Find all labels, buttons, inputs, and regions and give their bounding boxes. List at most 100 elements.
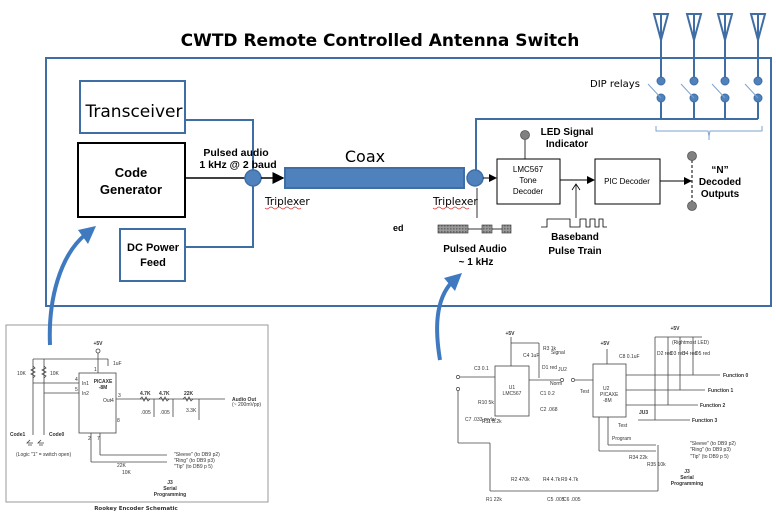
decoded-outputs-label-3: Outputs xyxy=(701,189,740,200)
svg-text:U1: U1 xyxy=(509,385,516,391)
pulsed-audio-label-1: Pulsed audio xyxy=(203,147,268,159)
dc-power-wire xyxy=(185,178,254,248)
svg-text:Code1: Code1 xyxy=(10,432,26,438)
svg-text:R4 4.7k: R4 4.7k xyxy=(543,477,561,483)
dc-power-label-2: Feed xyxy=(140,257,166,269)
triplexer-right-node xyxy=(466,169,484,187)
svg-text:R11 8.2k: R11 8.2k xyxy=(482,419,502,425)
svg-text:R35 10k: R35 10k xyxy=(647,462,666,468)
svg-text:22K: 22K xyxy=(117,463,127,469)
decoded-outputs-label-1: “N” xyxy=(711,165,728,176)
svg-text:(Rightmost LED): (Rightmost LED) xyxy=(672,340,709,346)
svg-text:4.7K: 4.7K xyxy=(140,391,151,397)
dc-power-label-1: DC Power xyxy=(127,242,180,254)
svg-text:7: 7 xyxy=(97,436,100,442)
encoder-schematic-caption: Rookey Encoder Schematic xyxy=(94,506,178,512)
svg-text:R1 22k: R1 22k xyxy=(486,497,502,503)
svg-text:1uF: 1uF xyxy=(113,361,122,367)
svg-text:C5 .005: C5 .005 xyxy=(547,497,565,503)
svg-text:D2 red: D2 red xyxy=(657,351,672,357)
svg-text:C3 0.1: C3 0.1 xyxy=(474,366,489,372)
svg-text:10K: 10K xyxy=(50,371,60,377)
svg-text:Function 0: Function 0 xyxy=(723,373,748,379)
svg-text:22K: 22K xyxy=(184,391,194,397)
svg-text:.005: .005 xyxy=(141,410,151,416)
svg-text:"Tip" (to DB9 p 5): "Tip" (to DB9 p 5) xyxy=(174,464,213,470)
dip-relays-label: DIP relays xyxy=(590,79,640,90)
svg-text:+5V: +5V xyxy=(505,331,515,337)
svg-text:10K: 10K xyxy=(17,371,27,377)
baseband-label-1: Baseband xyxy=(551,232,599,243)
dip-relays xyxy=(647,76,763,119)
baseband-label-2: Pulse Train xyxy=(548,246,601,257)
relay-switch-icon xyxy=(711,76,730,119)
antenna-icon xyxy=(749,13,767,80)
diagram-title: CWTD Remote Controlled Antenna Switch xyxy=(181,31,580,51)
output-terminal-icon xyxy=(687,151,697,161)
svg-text:Code0: Code0 xyxy=(49,432,65,438)
transceiver-block xyxy=(79,80,186,134)
svg-text:"Ring" (to DB9 p3): "Ring" (to DB9 p3) xyxy=(690,447,731,453)
svg-text:R9 4.7k: R9 4.7k xyxy=(561,477,579,483)
svg-text:C6 .005: C6 .005 xyxy=(563,497,581,503)
svg-text:4: 4 xyxy=(75,377,78,383)
ed-fragment: ed xyxy=(393,223,404,233)
output-terminal-icon xyxy=(687,201,697,211)
svg-text:"Ring" (to DB9 p3): "Ring" (to DB9 p3) xyxy=(174,458,215,464)
led-signal-label-2: Indicator xyxy=(546,139,588,150)
main-frame xyxy=(45,57,772,307)
pic-decoder-block xyxy=(594,158,661,205)
svg-text:J3: J3 xyxy=(684,469,690,475)
svg-text:PICAXE: PICAXE xyxy=(94,379,113,385)
svg-text:PICAXE: PICAXE xyxy=(600,392,619,398)
decoded-outputs-label-2: Decoded xyxy=(699,177,741,188)
svg-text:+5V: +5V xyxy=(600,341,610,347)
antenna-icon xyxy=(716,13,734,80)
svg-text:8: 8 xyxy=(117,418,120,424)
svg-text:3: 3 xyxy=(118,393,121,399)
svg-text:R34 22k: R34 22k xyxy=(629,455,648,461)
svg-text:D1 red: D1 red xyxy=(542,365,557,371)
antenna-icon xyxy=(685,13,703,80)
svg-text:10K: 10K xyxy=(122,470,132,476)
pulsed-audio-rx-label-2: ~ 1 kHz xyxy=(459,257,494,268)
svg-text:Out4: Out4 xyxy=(103,398,114,404)
svg-text:Audio Out: Audio Out xyxy=(232,397,256,403)
svg-text:"Sleeve" (to DB9 p2): "Sleeve" (to DB9 p2) xyxy=(174,452,220,458)
pulsed-audio-label-2: 1 kHz @ 2 baud xyxy=(199,159,276,171)
svg-text:R2 470k: R2 470k xyxy=(511,477,530,483)
svg-text:C8 0.1uF: C8 0.1uF xyxy=(619,354,640,360)
code-generator-label-1: Code xyxy=(115,165,148,180)
svg-text:3.3K: 3.3K xyxy=(186,408,197,414)
triplexer-left-label: Triplexer xyxy=(264,196,310,208)
svg-text:R3 1k: R3 1k xyxy=(543,346,557,352)
triplexer-right-label: Triplexer xyxy=(432,196,478,208)
led-signal-label-1: LED Signal xyxy=(541,127,594,138)
svg-text:"Sleeve" (to DB9 p2): "Sleeve" (to DB9 p2) xyxy=(690,441,736,447)
svg-text:.005: .005 xyxy=(160,410,170,416)
callout-arrow-right xyxy=(435,273,462,361)
svg-text:In2: In2 xyxy=(82,391,89,397)
tone-decoder-label-2: Tone xyxy=(519,176,537,185)
transceiver-wire xyxy=(185,119,254,178)
relay-switch-icon xyxy=(647,76,666,119)
svg-text:"Tip" (to DB9 p 5): "Tip" (to DB9 p 5) xyxy=(690,454,729,460)
decoder-schematic: +5V U1 LMC567 R3 1k Signal D1 red C4 1uF… xyxy=(453,323,748,516)
svg-text:JU3: JU3 xyxy=(639,410,648,416)
relay-bus-wire xyxy=(475,118,758,178)
svg-text:+5V: +5V xyxy=(93,341,103,347)
coax-label: Coax xyxy=(345,147,385,166)
svg-text:Serial: Serial xyxy=(680,475,694,481)
svg-text:J3: J3 xyxy=(167,480,173,486)
svg-text:Program: Program xyxy=(612,436,631,442)
svg-text:Function 1: Function 1 xyxy=(708,388,733,394)
svg-text:C2 .068: C2 .068 xyxy=(540,407,558,413)
svg-text:D4 red: D4 red xyxy=(682,351,697,357)
antenna-icon xyxy=(652,13,670,80)
svg-text:Programming: Programming xyxy=(154,492,187,498)
baseband-waveform-icon xyxy=(541,218,607,228)
pulsed-audio-waveform-icon xyxy=(437,224,512,234)
tone-decoder-label-1: LMC567 xyxy=(513,165,544,174)
svg-text:+5V: +5V xyxy=(670,326,680,332)
